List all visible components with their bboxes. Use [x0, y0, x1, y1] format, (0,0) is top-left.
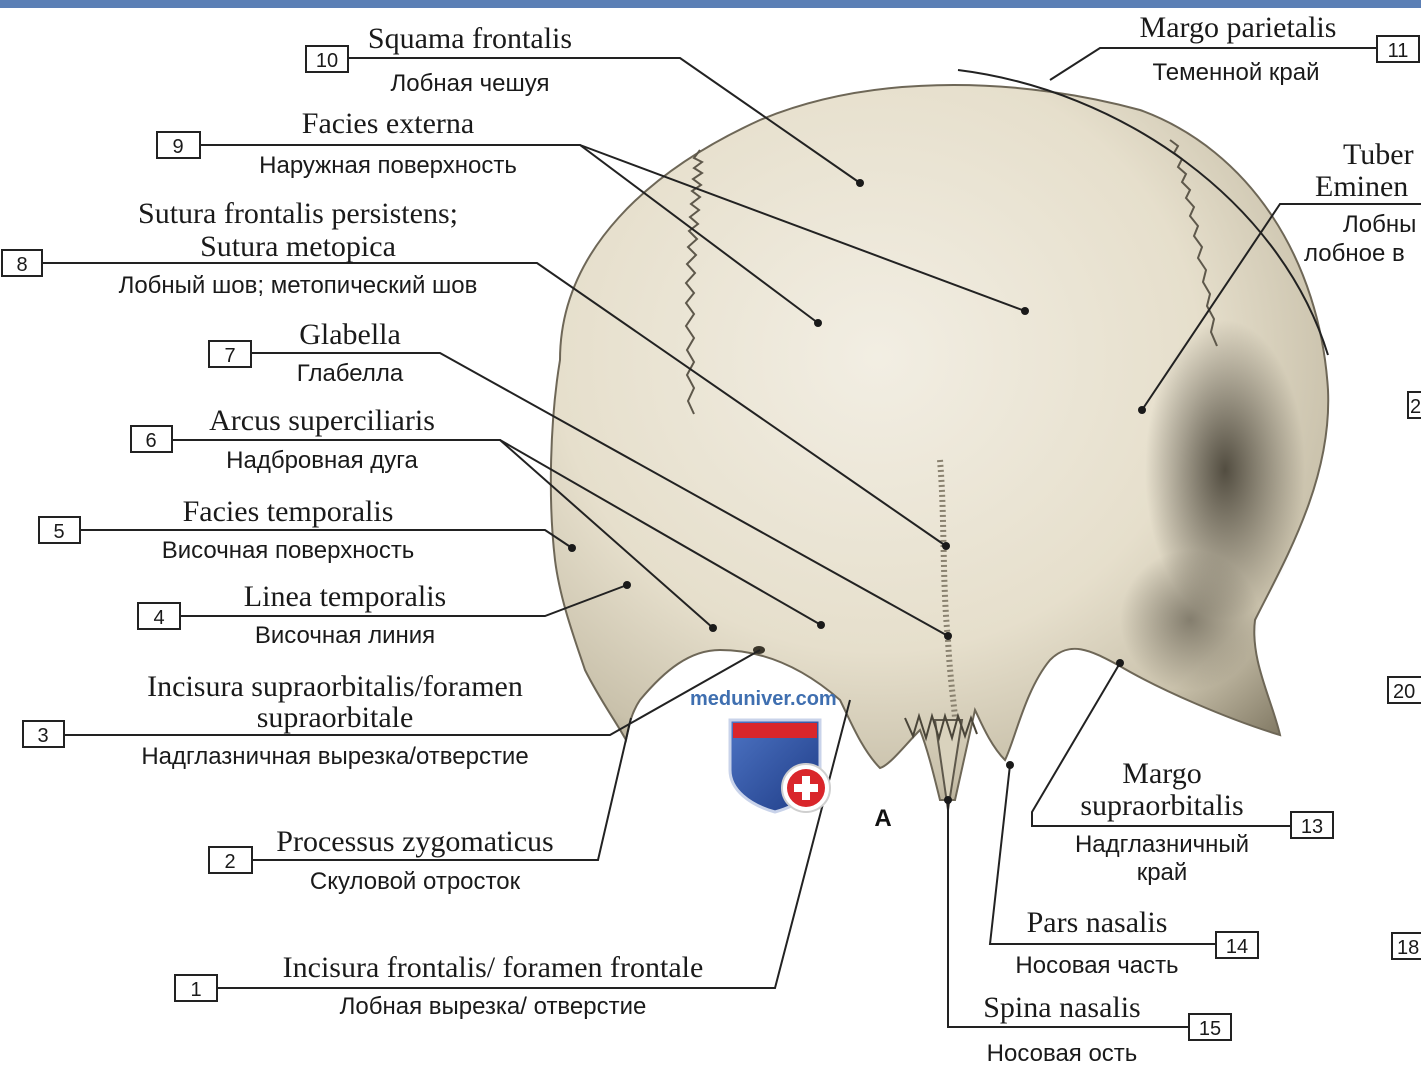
label-1-russian: Лобная вырезка/ отверстие: [340, 993, 647, 1020]
label-15-latin: Spina nasalis: [983, 991, 1141, 1024]
dot-6b: [817, 621, 825, 629]
label-13-russian-2: край: [1137, 859, 1188, 886]
label-4-latin: Linea temporalis: [244, 580, 446, 613]
label-9-latin: Facies externa: [302, 107, 474, 140]
num-13: 13: [1301, 816, 1323, 838]
label-5-latin: Facies temporalis: [183, 495, 394, 528]
num-11: 11: [1388, 40, 1409, 62]
dot-10: [856, 179, 864, 187]
label-14-russian: Носовая часть: [1015, 952, 1178, 979]
num-2: 2: [224, 851, 235, 873]
dot-12: [1138, 406, 1146, 414]
label-8-latin-2: Sutura metopica: [200, 230, 396, 263]
label-1-latin: Incisura frontalis/ foramen frontale: [283, 951, 704, 984]
label-8-russian: Лобный шов; метопический шов: [119, 272, 478, 299]
label-3-latin-1: Incisura supraorbitalis/foramen: [147, 670, 523, 703]
label-12-russian-1: Лобны: [1343, 211, 1416, 238]
watermark-text: meduniver.com: [690, 688, 837, 710]
label-13-latin-2: supraorbitalis: [1080, 789, 1243, 822]
label-9-russian: Наружная поверхность: [259, 152, 517, 179]
label-4-russian: Височная линия: [255, 622, 435, 649]
num-5: 5: [53, 521, 64, 543]
num-9: 9: [172, 136, 183, 158]
label-13-latin-1: Margo: [1122, 757, 1201, 790]
shield-top-red: [733, 723, 817, 738]
num-10: 10: [316, 50, 338, 72]
dot-15: [944, 796, 952, 804]
label-11-russian: Теменной край: [1152, 59, 1319, 86]
dot-6a: [709, 624, 717, 632]
num-1: 1: [190, 979, 201, 1001]
dot-5: [568, 544, 576, 552]
label-10-russian: Лобная чешуя: [391, 70, 550, 97]
num-6: 6: [145, 430, 156, 452]
num-7: 7: [224, 345, 235, 367]
num-edge-a: 2: [1410, 396, 1421, 418]
label-7-russian: Глабелла: [297, 360, 404, 387]
dot-9a: [814, 319, 822, 327]
num-3: 3: [37, 725, 48, 747]
label-11-latin: Margo parietalis: [1140, 11, 1337, 44]
dot-4: [623, 581, 631, 589]
dot-7: [944, 632, 952, 640]
label-6-latin: Arcus superciliaris: [209, 404, 435, 437]
label-13-russian-1: Надглазничный: [1075, 831, 1249, 858]
dot-8: [942, 542, 950, 550]
num-15: 15: [1199, 1018, 1221, 1040]
label-3-latin-2: supraorbitale: [257, 701, 414, 734]
label-12-russian-2: лобное в: [1304, 240, 1405, 267]
dot-13: [1116, 659, 1124, 667]
dot-9b: [1021, 307, 1029, 315]
frontal-bone-illustration: [551, 85, 1328, 810]
label-8-latin-1: Sutura frontalis persistens;: [138, 197, 458, 230]
num-edge-b: 20: [1393, 681, 1415, 703]
num-8: 8: [16, 254, 27, 276]
num-14: 14: [1226, 936, 1248, 958]
label-12-latin-2: Eminen: [1315, 170, 1408, 203]
cross-horizontal: [794, 784, 818, 792]
label-5-russian: Височная поверхность: [162, 537, 415, 564]
label-2-russian: Скуловой отросток: [310, 868, 521, 895]
bone-shadow-lower: [1120, 550, 1260, 690]
label-10-latin: Squama frontalis: [368, 22, 572, 55]
label-7-latin: Glabella: [299, 318, 401, 351]
label-12-latin-1: Tuber: [1343, 138, 1414, 171]
num-4: 4: [153, 607, 164, 629]
label-15-russian: Носовая ость: [987, 1040, 1138, 1066]
label-6-russian: Надбровная дуга: [226, 447, 418, 474]
label-2-latin: Processus zygomaticus: [276, 825, 553, 858]
figure-letter: A: [874, 805, 891, 832]
watermark-logo: meduniver.com: [690, 688, 837, 812]
dot-14: [1006, 761, 1014, 769]
num-edge-c: 18: [1397, 937, 1419, 959]
label-3-russian: Надглазничная вырезка/отверстие: [141, 743, 528, 770]
label-14-latin: Pars nasalis: [1027, 906, 1168, 939]
